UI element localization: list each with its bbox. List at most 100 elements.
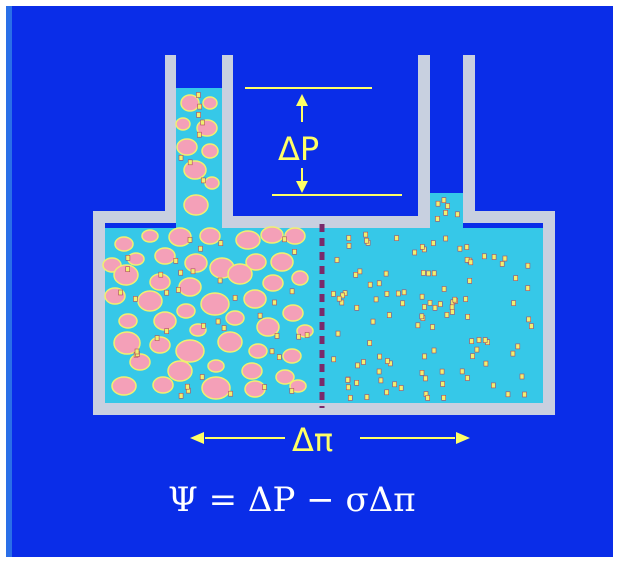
small-solute <box>304 332 310 338</box>
large-solute <box>282 348 302 364</box>
small-solute <box>363 231 369 238</box>
basin-bottom <box>93 403 555 415</box>
small-solute <box>470 353 475 359</box>
large-solute <box>275 369 295 385</box>
small-solute <box>430 324 435 330</box>
small-solute <box>331 291 336 297</box>
small-solute <box>476 337 482 343</box>
small-solute <box>505 391 511 398</box>
large-solute <box>245 253 267 271</box>
small-solute <box>491 254 497 260</box>
small-solute <box>378 377 384 384</box>
small-solute <box>419 244 425 250</box>
small-solute <box>422 353 427 360</box>
small-solute <box>296 333 302 340</box>
small-solute <box>499 261 505 267</box>
small-solute <box>339 299 345 306</box>
small-solute <box>431 347 437 354</box>
small-solute <box>201 322 206 329</box>
small-solute <box>215 318 221 325</box>
small-solute <box>481 253 487 260</box>
large-solute <box>201 376 231 400</box>
large-solute <box>111 376 137 396</box>
small-solute <box>158 271 164 278</box>
small-solute <box>525 285 531 291</box>
small-solute <box>178 269 183 276</box>
small-solute <box>439 368 445 375</box>
small-solute <box>383 270 389 277</box>
small-solute <box>526 316 532 323</box>
large-solute <box>153 311 177 331</box>
basin-left-wall <box>93 211 105 415</box>
large-solute <box>227 263 253 285</box>
small-solute <box>444 312 450 318</box>
small-solute <box>346 235 352 241</box>
small-solute <box>425 395 431 401</box>
left-tube-outer-wall <box>165 55 176 223</box>
large-solute <box>225 310 245 326</box>
small-solute <box>395 290 401 297</box>
large-solute <box>262 274 284 292</box>
large-solute <box>235 230 261 250</box>
small-solute <box>440 381 446 387</box>
small-solute <box>469 338 474 345</box>
small-solute <box>347 395 353 401</box>
small-solute <box>196 92 201 98</box>
small-solute <box>459 368 465 375</box>
large-solute <box>141 229 159 243</box>
small-solute <box>262 384 267 390</box>
small-solute <box>292 249 297 255</box>
large-solute <box>200 292 230 316</box>
small-solute <box>361 359 366 365</box>
large-solute <box>207 359 225 373</box>
small-solute <box>525 262 531 269</box>
small-solute <box>450 309 455 315</box>
small-solute <box>345 377 351 383</box>
small-solute <box>443 210 448 216</box>
small-solute <box>412 249 418 256</box>
container-wall-parts <box>93 55 555 415</box>
small-solute <box>133 296 138 302</box>
small-solute <box>449 304 455 311</box>
small-solute <box>376 368 382 375</box>
small-solute <box>519 373 525 380</box>
left-edge-stripe <box>6 6 12 557</box>
large-solute <box>199 227 221 245</box>
large-solute <box>180 94 200 112</box>
small-solute <box>431 270 437 277</box>
small-solute <box>201 177 206 184</box>
small-solute <box>367 340 373 346</box>
small-solute <box>367 281 373 288</box>
large-solute <box>291 270 309 286</box>
small-solute <box>199 374 205 380</box>
small-solute <box>154 335 160 341</box>
small-solute <box>529 323 534 329</box>
small-solute <box>422 304 427 310</box>
small-solute <box>178 392 184 399</box>
small-solute <box>392 381 397 388</box>
large-solute <box>284 227 306 245</box>
small-solute <box>190 268 196 275</box>
small-solute <box>200 119 205 126</box>
small-solute <box>221 325 227 331</box>
large-solute <box>127 252 145 266</box>
small-solute <box>386 312 392 318</box>
small-solute <box>419 293 425 300</box>
small-solute <box>513 275 519 281</box>
small-solute <box>334 257 340 263</box>
small-solute <box>187 237 193 243</box>
small-solute <box>465 375 470 381</box>
small-solute <box>354 304 360 311</box>
small-solute <box>196 112 201 118</box>
large-solute <box>217 331 243 353</box>
large-solute <box>282 304 304 322</box>
delta-p-marker: ΔP <box>245 87 402 196</box>
small-solute <box>164 289 169 296</box>
large-solute <box>137 290 163 312</box>
small-solute <box>443 235 449 242</box>
delta-pi-label: Δπ <box>292 421 333 459</box>
large-solute <box>114 236 134 252</box>
small-solute <box>465 313 471 320</box>
small-solute <box>435 216 440 222</box>
